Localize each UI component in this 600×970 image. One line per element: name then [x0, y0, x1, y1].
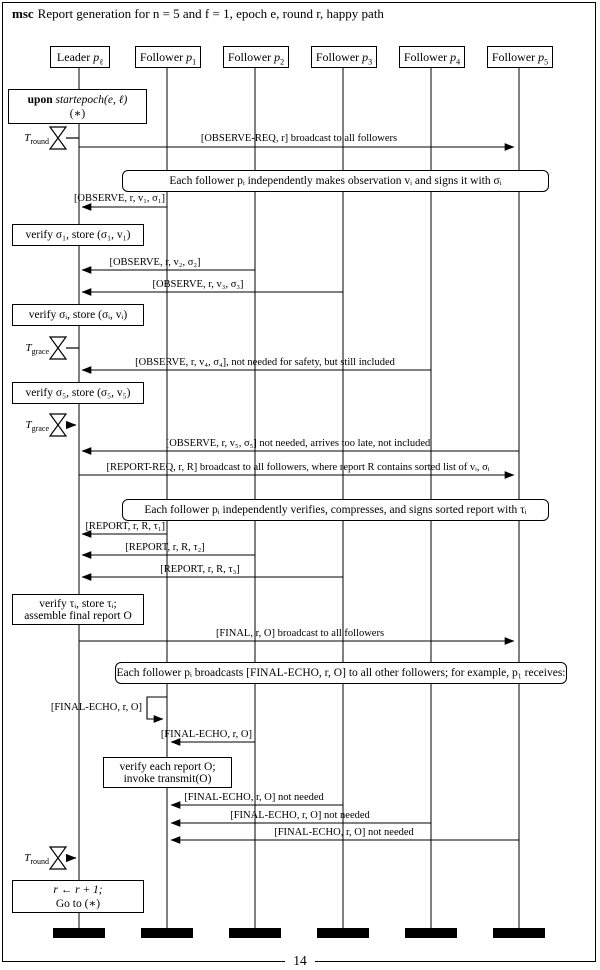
- message-arrows: [79, 143, 519, 844]
- message-label-observe-2: [OBSERVE, r, v₂, σ₂]: [109, 257, 201, 268]
- message-label-observe-3: [OBSERVE, r, v₃, σ₃]: [152, 279, 244, 290]
- message-label-observe-req: [OBSERVE-REQ, r] broadcast to all follow…: [200, 133, 398, 144]
- action-line: verify σᵢ, store (σᵢ, vᵢ): [28, 309, 128, 321]
- lifeline-end-bars: [53, 928, 545, 938]
- role-label: Follower: [491, 50, 536, 64]
- msc-title-text: Report generation for n = 5 and f = 1, e…: [37, 6, 384, 21]
- message-label-final-echo-p5: [FINAL-ECHO, r, O] not needed: [274, 827, 414, 838]
- action-box-verify-report: verify each report O; invoke transmit(O): [103, 757, 232, 788]
- msc-keyword: msc: [12, 6, 34, 21]
- message-label-report-2: [REPORT, r, R, τ₂]: [125, 542, 205, 553]
- message-label-final-echo-self: [FINAL-ECHO, r, O]: [50, 702, 142, 713]
- action-line: verify σ₅, store (σ₅, v₅): [25, 387, 131, 399]
- role-label: Follower: [227, 50, 272, 64]
- action-box-verify-sigmai: verify σᵢ, store (σᵢ, vᵢ): [12, 304, 144, 326]
- role-label: Leader: [56, 50, 91, 64]
- note-observation: Each follower pᵢ independently makes obs…: [122, 170, 549, 192]
- message-label-report-3: [REPORT, r, R, τ₃]: [160, 564, 240, 575]
- timer-label-grace-timeout: Tgrace: [25, 419, 49, 434]
- page-number: 14: [285, 953, 315, 969]
- process-var: p: [93, 50, 100, 64]
- process-var: p: [450, 50, 457, 64]
- message-label-final: [FINAL, r, O] broadcast to all followers: [215, 628, 385, 639]
- note-final-echo: Each follower pᵢ broadcasts [FINAL-ECHO,…: [115, 662, 567, 684]
- end-bar-p4: [405, 928, 457, 938]
- message-label-observe-4: [OBSERVE, r, v₄, σ₄], not needed for saf…: [135, 357, 395, 368]
- action-line: verify σ₁, store (σ₁, v₁): [25, 229, 131, 241]
- note-sign-report: Each follower pᵢ independently verifies,…: [122, 499, 549, 521]
- action-line: invoke transmit(O): [123, 772, 212, 785]
- timer-label-grace-set: Tgrace: [25, 342, 49, 357]
- action-box-verify-tau: verify τᵢ, store τᵢ; assemble final repo…: [12, 594, 144, 625]
- action-line: upon startepoch(e, ℓ): [27, 93, 128, 106]
- timer-hourglass-icon: [48, 126, 68, 150]
- action-box-verify-sigma1: verify σ₁, store (σ₁, v₁): [12, 224, 144, 246]
- action-box-next-round: r ← r + 1; Go to (∗): [12, 880, 144, 913]
- role-label: Follower: [139, 50, 184, 64]
- message-label-final-echo-p2: [FINAL-ECHO, r, O]: [160, 729, 252, 740]
- timer-hourglass-icon: [48, 336, 68, 360]
- timer-hourglass-icon: [48, 413, 68, 437]
- timer-label-round-set: Tround: [24, 132, 49, 147]
- timer-hourglass-icon: [48, 846, 68, 870]
- process-var: p: [538, 50, 545, 64]
- end-bar-p3: [317, 928, 369, 938]
- action-line: Go to (∗): [55, 897, 101, 910]
- process-var: p: [274, 50, 281, 64]
- message-label-final-echo-p3: [FINAL-ECHO, r, O] not needed: [184, 792, 324, 803]
- role-label: Follower: [403, 50, 448, 64]
- end-bar-p2: [229, 928, 281, 938]
- message-label-final-echo-p4: [FINAL-ECHO, r, O] not needed: [230, 810, 370, 821]
- action-line: (∗): [69, 107, 86, 120]
- end-bar-p5: [493, 928, 545, 938]
- end-bar-leader: [53, 928, 105, 938]
- action-line: verify τᵢ, store τᵢ;: [39, 597, 117, 610]
- action-box-upon-startepoch: upon startepoch(e, ℓ) (∗): [8, 89, 147, 124]
- process-var: p: [362, 50, 369, 64]
- role-label: Follower: [315, 50, 360, 64]
- action-box-verify-sigma5: verify σ₅, store (σ₅, v₅): [12, 382, 144, 404]
- end-bar-p1: [141, 928, 193, 938]
- timer-label-round-timeout: Tround: [24, 852, 49, 867]
- timers-graphics: [48, 126, 79, 870]
- message-label-observe-5: [OBSERVE, r, v₅, σ₅] not needed, arrives…: [165, 438, 431, 449]
- process-var: p: [186, 50, 193, 64]
- action-line: r ← r + 1;: [53, 883, 103, 896]
- arrow-final-echo-self: [146, 696, 167, 723]
- message-label-report-req: [REPORT-REQ, r, R] broadcast to all foll…: [106, 462, 490, 473]
- action-line: assemble final report O: [24, 609, 132, 622]
- message-label-observe-1: [OBSERVE, r, v₁, σ₁]: [73, 193, 165, 204]
- message-label-report-1: [REPORT, r, R, τ₁]: [85, 521, 165, 532]
- action-line: verify each report O;: [119, 760, 216, 773]
